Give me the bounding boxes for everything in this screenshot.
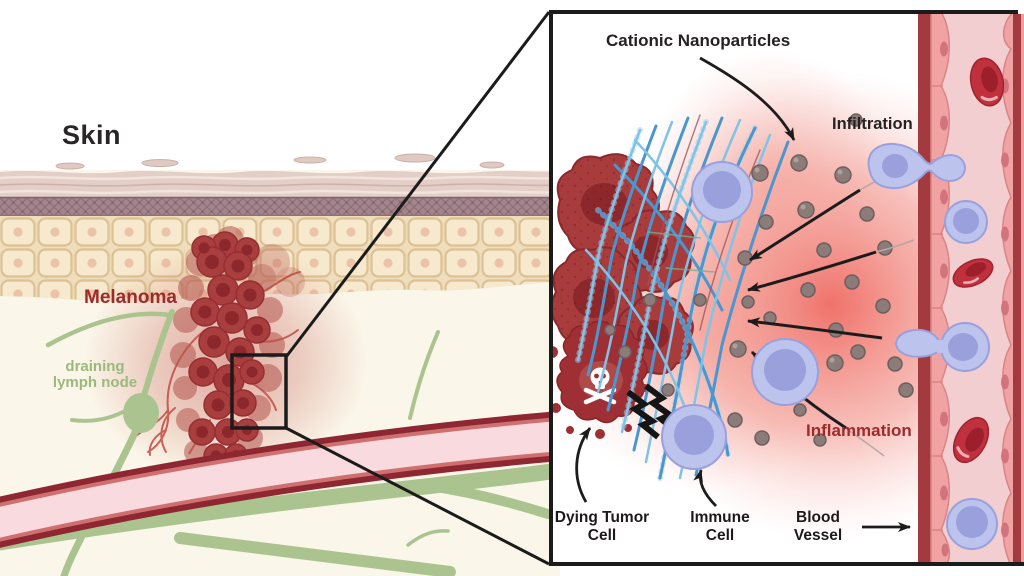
blood-vessel-label: Blood Vessel <box>793 509 843 544</box>
cationic-nanoparticles-label: Cationic Nanoparticles <box>606 31 791 50</box>
zoom-inset-frame <box>230 11 551 566</box>
dermal-blood-vessel <box>0 411 563 548</box>
draining-lymph-node <box>123 393 159 433</box>
melanoma-label: Melanoma <box>84 287 177 308</box>
immune-cells <box>661 161 819 470</box>
skin-label: Skin <box>62 120 122 150</box>
label-arrows <box>575 427 911 532</box>
skin-surface-flakes <box>55 153 505 170</box>
inset-tumor-cells <box>553 153 696 375</box>
inset-border <box>549 10 1024 566</box>
dying-tumor-cell-label: Dying Tumor Cell <box>554 509 650 544</box>
inflammation-label: Inflammation <box>806 421 912 440</box>
circulating-immune-cells <box>944 200 998 550</box>
immune-cell-label: Immune Cell <box>690 509 750 544</box>
draining-lymph-node-label: draining lymph node <box>52 358 138 392</box>
stratum-corneum-layer <box>0 170 561 197</box>
skin-cross-section <box>0 11 570 576</box>
cationic-label-arrow <box>699 56 796 141</box>
cationic-nanoparticles <box>604 113 914 447</box>
extravasating-immune-cell-top <box>867 142 966 190</box>
granular-layer <box>0 196 560 217</box>
extravasating-immune-cell-bottom <box>895 322 990 372</box>
infiltration-label: Infiltration <box>832 115 913 133</box>
magnified-inset <box>549 10 1024 566</box>
lightning-bolt-icon <box>626 383 678 440</box>
inset-blood-vessel <box>867 14 1024 562</box>
red-blood-cells <box>952 57 1005 464</box>
